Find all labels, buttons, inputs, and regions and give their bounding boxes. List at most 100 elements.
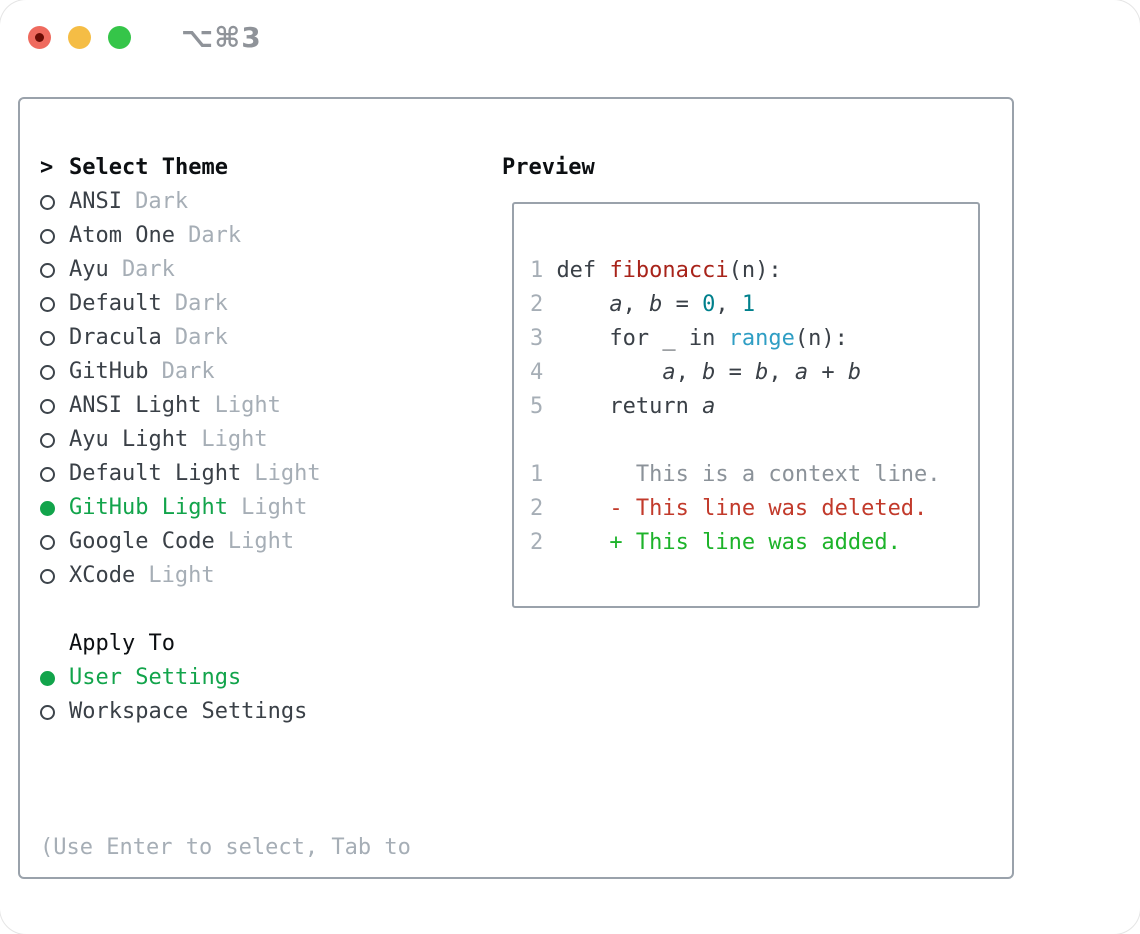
close-button[interactable] — [28, 25, 51, 49]
theme-variant-label: Dark — [161, 359, 215, 384]
theme-option-label: Dracula — [69, 325, 162, 350]
code-token: a — [662, 360, 676, 385]
code-token: range — [728, 326, 795, 351]
radio-marker — [40, 398, 69, 414]
code-token: 0 — [702, 292, 716, 317]
radio-icon — [40, 466, 55, 482]
cursor-icon: > — [40, 155, 54, 180]
radio-marker — [40, 194, 69, 210]
radio-marker — [40, 568, 69, 584]
code-token: return — [609, 394, 689, 419]
spacer — [40, 593, 502, 627]
line-number: 1 — [530, 258, 544, 283]
theme-variant-label: Dark — [121, 257, 175, 282]
radio-marker — [40, 296, 69, 312]
radio-marker — [40, 500, 69, 516]
code-token — [556, 292, 609, 317]
code-line: 5 return a — [530, 390, 978, 424]
code-token — [596, 258, 609, 283]
theme-option-label: XCode — [69, 563, 136, 588]
titlebar: ⌥⌘3 — [0, 0, 1140, 74]
apply-option-user-settings[interactable]: User Settings — [40, 661, 502, 695]
code-token: fibonacci — [609, 258, 729, 283]
minimize-button[interactable] — [68, 25, 91, 49]
apply-to-title: Apply To — [69, 631, 175, 656]
theme-variant-label: Light — [241, 495, 308, 520]
line-number: 2 — [530, 530, 544, 555]
radio-icon — [40, 330, 55, 346]
code-token: , — [768, 360, 795, 385]
diff-sample: 1 This is a context line.2 - This line w… — [530, 458, 978, 560]
theme-variant-label: Light — [201, 427, 268, 452]
diff-line-context: 1 This is a context line. — [530, 458, 978, 492]
theme-option-label: Default Light — [69, 461, 242, 486]
theme-option-label: Google Code — [69, 529, 215, 554]
theme-option-label: GitHub Light — [69, 495, 228, 520]
code-line: 2 a, b = 0, 1 — [530, 288, 978, 322]
theme-option-label: ANSI Light — [69, 393, 202, 418]
theme-option-github-light[interactable]: GitHub Light Light — [40, 491, 502, 525]
radio-marker — [40, 466, 69, 482]
code-token: b — [755, 360, 769, 385]
code-line: 3 for _ in range(n): — [530, 322, 978, 356]
code-token: b — [649, 292, 663, 317]
apply-option-workspace-settings[interactable]: Workspace Settings — [40, 695, 502, 729]
radio-icon — [40, 534, 55, 550]
select-theme-title: Select Theme — [69, 155, 228, 180]
maximize-button[interactable] — [108, 25, 131, 49]
code-token — [715, 326, 728, 351]
apply-to-header-row: Apply To — [40, 627, 502, 661]
radio-icon — [40, 262, 55, 278]
diff-line-deleted: 2 - This line was deleted. — [530, 492, 978, 526]
radio-marker — [40, 228, 69, 244]
radio-icon — [40, 364, 55, 380]
code-token: = — [662, 292, 703, 317]
theme-variant-label: Light — [227, 529, 295, 554]
radio-marker — [40, 704, 69, 720]
cursor-marker: > — [40, 151, 69, 185]
code-token: _ — [649, 326, 689, 351]
code-token: b — [702, 360, 716, 385]
radio-selected-icon — [40, 500, 55, 516]
code-token: a — [794, 360, 809, 385]
line-number: 4 — [530, 360, 544, 385]
radio-icon — [40, 194, 55, 210]
code-token: 1 — [741, 292, 756, 317]
theme-option-default-light[interactable]: Default Light Light — [40, 457, 502, 491]
theme-option-atom-one[interactable]: Atom One Dark — [40, 219, 502, 253]
line-number: 1 — [530, 462, 544, 487]
line-number: 5 — [530, 394, 544, 419]
code-token: + — [808, 360, 848, 385]
radio-icon — [40, 398, 55, 414]
code-token — [556, 394, 609, 419]
code-token: (n): — [794, 326, 848, 351]
theme-variant-label: Light — [254, 461, 321, 486]
theme-variant-label: Dark — [188, 223, 242, 248]
code-token: , — [622, 292, 650, 317]
theme-option-label: Atom One — [69, 223, 175, 248]
code-token: (n): — [728, 258, 782, 283]
radio-icon — [40, 704, 55, 720]
hint-line-1: (Use Enter to select, Tab to — [40, 835, 411, 860]
radio-marker — [40, 432, 69, 448]
apply-option-label: User Settings — [69, 665, 242, 690]
radio-marker — [40, 534, 69, 550]
theme-option-google-code[interactable]: Google Code Light — [40, 525, 502, 559]
code-token: a — [702, 394, 716, 419]
hint-text: (Use Enter to select, Tab to change focu… — [40, 763, 502, 934]
radio-marker — [40, 670, 69, 686]
diff-line-added: 2 + This line was added. — [530, 526, 978, 560]
